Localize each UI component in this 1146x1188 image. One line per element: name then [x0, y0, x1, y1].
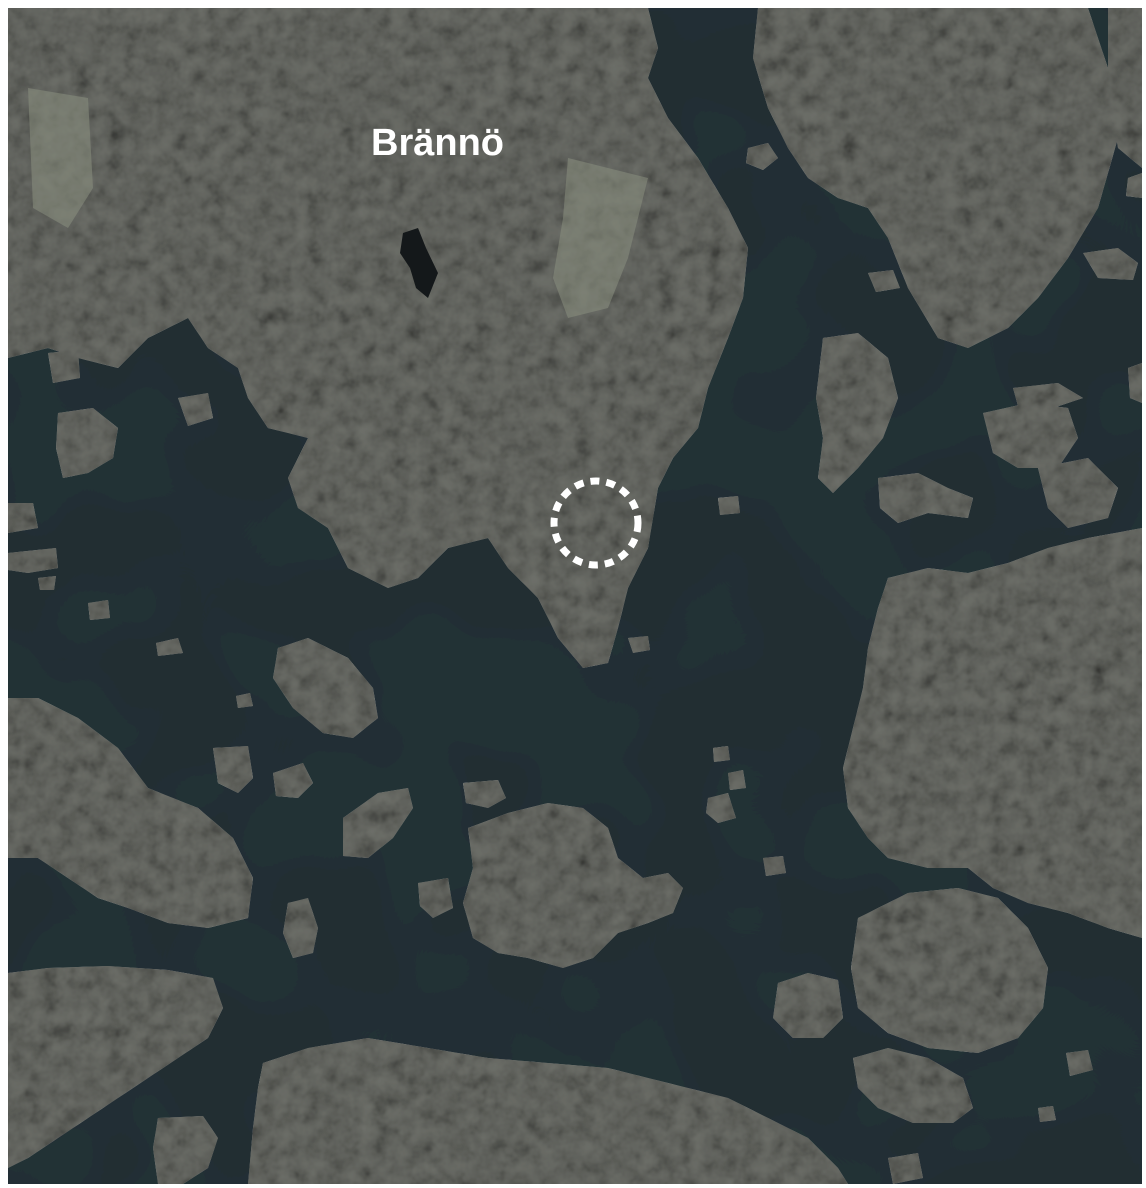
field-areas [28, 88, 648, 318]
land-masses [8, 8, 1142, 1184]
island-south-town [248, 1038, 848, 1184]
place-label-branno: Brännö [371, 122, 504, 164]
map-canvas: Brännö [8, 8, 1142, 1184]
island-west-middle [8, 698, 253, 928]
island-branno [8, 8, 748, 668]
island-southeast [843, 528, 1142, 938]
island-central-oblong [273, 638, 378, 738]
island-south-east-round [851, 888, 1048, 1053]
aerial-map[interactable]: Brännö [8, 8, 1142, 1184]
inland-lake [400, 228, 438, 298]
island-northeast [753, 8, 1118, 348]
island-southwest [8, 966, 223, 1168]
island-far-east-top [1108, 8, 1142, 168]
island-central-south [463, 803, 683, 968]
island-mid-east [816, 333, 898, 493]
location-marker-circle[interactable] [550, 477, 642, 569]
